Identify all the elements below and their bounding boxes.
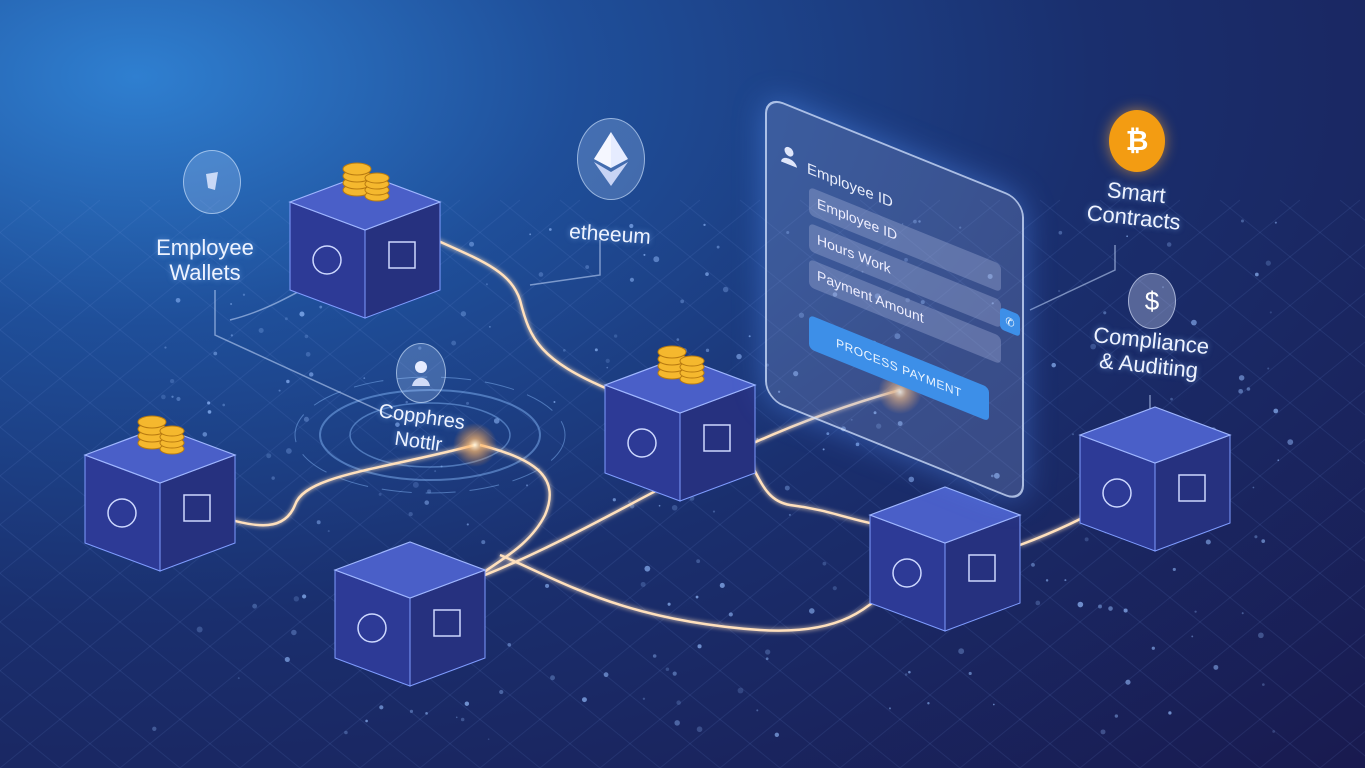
- connection-lines: [214, 233, 1116, 632]
- cube-face-icon: [357, 613, 387, 643]
- light-flare: [453, 423, 497, 467]
- cube-face-icon: [1102, 478, 1132, 508]
- cube-face-icon: [388, 241, 416, 269]
- connection-line: [499, 553, 901, 632]
- block-cube: [333, 541, 487, 687]
- block-cube: [868, 486, 1022, 632]
- bitcoin-icon: ₿: [1109, 110, 1165, 172]
- cube-face-icon: [183, 494, 211, 522]
- block-cube: [288, 162, 442, 319]
- block-cube: [603, 345, 757, 502]
- cube-face-icon: [627, 428, 657, 458]
- wallet-icon: [183, 150, 241, 214]
- coin-stack-icon: [657, 345, 705, 385]
- connection-line: [479, 443, 551, 577]
- payment-form-panel: Employee ID Employee ID Hours Work Payme…: [765, 95, 1024, 504]
- phone-icon: ✆: [1005, 314, 1015, 331]
- user-icon: [781, 146, 797, 168]
- phone-button[interactable]: ✆: [1000, 306, 1020, 338]
- ethereum-icon: [577, 118, 645, 200]
- coin-stack-icon: [137, 415, 185, 455]
- connection-line: [424, 233, 611, 392]
- employee-wallets-label: Employee Wallets: [156, 235, 254, 285]
- coin-stack-icon: [342, 162, 390, 202]
- cube-face-icon: [968, 554, 996, 582]
- cube-face-icon: [1178, 474, 1206, 502]
- block-cube: [83, 415, 237, 572]
- cube-face-icon: [107, 498, 137, 528]
- user-node-icon: [396, 343, 446, 403]
- connection-line: [214, 443, 476, 527]
- connection-line: [734, 439, 881, 527]
- thin-lines: [214, 240, 1151, 421]
- cube-face-icon: [433, 609, 461, 637]
- block-cube: [1078, 406, 1232, 552]
- cube-face-icon: [892, 558, 922, 588]
- cube-face-icon: [312, 245, 342, 275]
- cube-face-icon: [703, 424, 731, 452]
- dollar-icon: $: [1128, 273, 1176, 329]
